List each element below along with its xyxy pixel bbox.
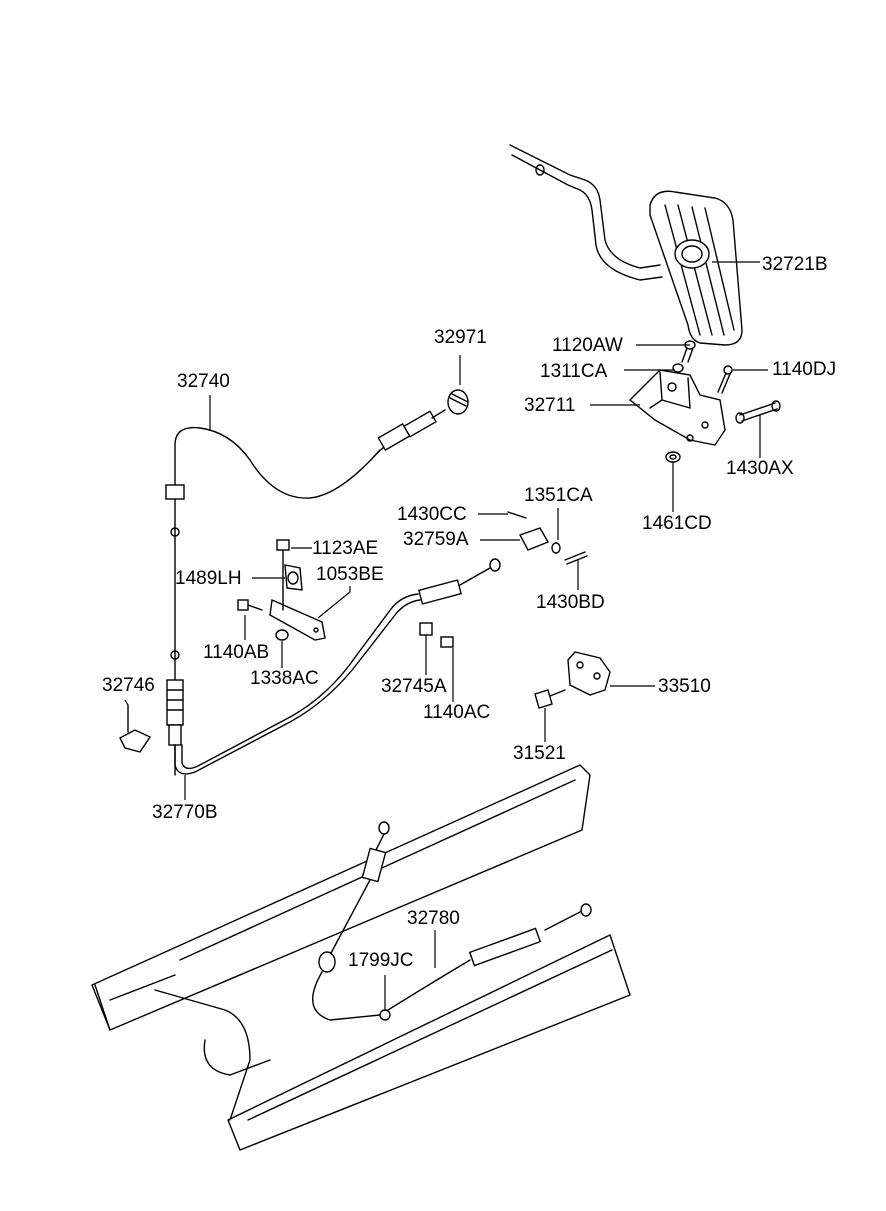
callout-1461CD: 1461CD <box>642 513 712 534</box>
callout-1140AC: 1140AC <box>423 702 491 723</box>
callout-1430CC: 1430CC <box>397 504 467 525</box>
callout-1140AB: 1140AB <box>203 642 270 663</box>
cable-clip <box>119 704 152 753</box>
callout-32740: 32740 <box>177 371 230 392</box>
cable-support-bracket <box>534 651 611 709</box>
callout-32711: 32711 <box>524 395 576 416</box>
callout-32759A: 32759A <box>403 529 469 550</box>
callout-1123AE: 1123AE <box>312 538 379 559</box>
callout-1120AW: 1120AW <box>552 335 623 356</box>
callout-32746: 32746 <box>102 675 155 696</box>
callout-1351CA: 1351CA <box>524 485 593 506</box>
callout-32971: 32971 <box>434 327 487 348</box>
pivot-block <box>419 511 588 648</box>
bracket-fasteners <box>665 340 781 463</box>
accelerator-pedal <box>509 144 743 346</box>
callout-32770B: 32770B <box>152 802 218 823</box>
callout-1430BD: 1430BD <box>536 592 605 613</box>
leader-lines <box>124 261 768 1010</box>
callout-1430AX: 1430AX <box>726 458 794 479</box>
callout-33510: 33510 <box>658 676 711 697</box>
callout-1053BE: 1053BE <box>316 564 384 585</box>
callout-1140DJ: 1140DJ <box>772 359 837 380</box>
cable-mount-bracket <box>237 539 326 641</box>
pedal-bracket <box>628 369 726 446</box>
callout-1311CA: 1311CA <box>540 361 608 382</box>
callout-1489LH: 1489LH <box>175 568 242 589</box>
floor-cable <box>312 821 592 1021</box>
callout-32745A: 32745A <box>381 676 447 697</box>
callout-31521: 31521 <box>513 743 566 764</box>
lower-throttle-cable <box>174 558 501 775</box>
callout-32780: 32780 <box>407 908 460 929</box>
callout-32721B: 32721B <box>762 254 828 275</box>
callout-1338AC: 1338AC <box>250 668 319 689</box>
upper-throttle-cable <box>165 389 469 776</box>
callout-1799JC: 1799JC <box>348 950 414 971</box>
